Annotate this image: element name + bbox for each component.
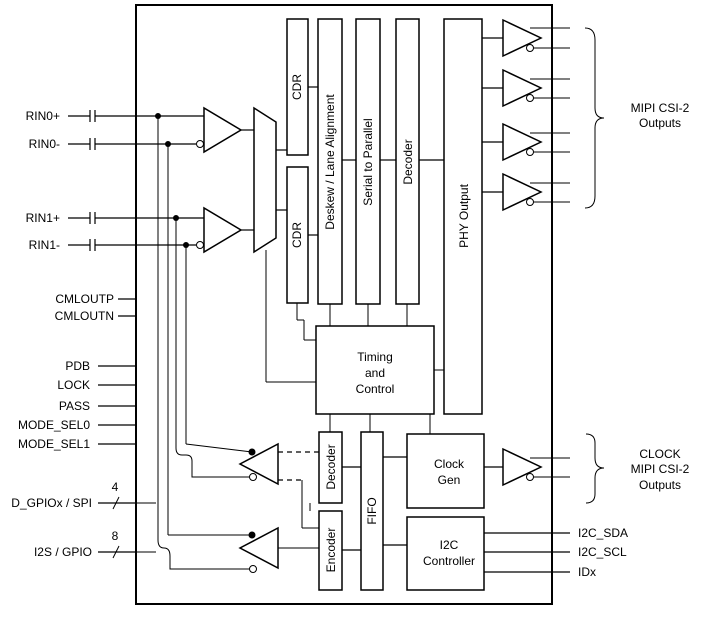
cdr-top-label: CDR (290, 74, 304, 100)
clock-outputs-label-line3: Outputs (639, 478, 681, 492)
pin-label-pdb: PDB (65, 359, 90, 373)
decoder-bottom-label: Decoder (324, 444, 338, 489)
phy-output-block (443, 18, 483, 415)
output-buffer-1 (482, 68, 570, 108)
timing-control-block (315, 325, 435, 415)
clock-outputs-brace (585, 433, 605, 504)
timing-label-line2: and (365, 366, 385, 380)
csi-outputs-label-line1: MIPI CSI-2 (631, 101, 690, 115)
timing-label-line1: Timing (357, 350, 393, 364)
output-buffer-2 (482, 122, 570, 162)
csi-outputs-brace (584, 27, 605, 209)
i2c-label-line2: Controller (423, 554, 475, 568)
clock-gen-label-line1: Clock (434, 457, 465, 471)
pin-label-mode-sel0: MODE_SEL0 (18, 418, 90, 432)
fifo-block (360, 431, 384, 591)
pin-label-d-gpio: D_GPIOx / SPI (11, 496, 92, 510)
pin-label-i2c-sda: I2C_SDA (578, 526, 628, 540)
pin-label-idx: IDx (578, 565, 596, 579)
pin-label-rin0n: RIN0- (29, 137, 60, 151)
clock-gen-label-line2: Gen (438, 473, 461, 487)
clock-gen-block (406, 433, 485, 509)
timing-label-line3: Control (356, 382, 395, 396)
input-rin0n: RIN0- (29, 137, 196, 151)
fifo-label: FIFO (365, 497, 379, 524)
pin-label-cmloutp: CMLOUTP (55, 292, 114, 306)
i2c-controller-block (406, 516, 485, 591)
cdr-bottom-label: CDR (290, 222, 304, 248)
bus-width-i2s: 8 (112, 529, 119, 543)
encoder-label: Encoder (324, 528, 338, 573)
i2c-label-line1: I2C (440, 538, 459, 552)
back-channel-buffer-top (238, 442, 279, 486)
input-buffer-0 (196, 106, 243, 154)
chip-boundary (135, 4, 553, 605)
input-rin0p: RIN0+ (26, 109, 204, 123)
output-buffer-0 (482, 18, 570, 58)
pin-label-cmloutn: CMLOUTN (55, 309, 114, 323)
input-buffer-1 (196, 206, 243, 254)
clock-outputs-label-line1: CLOCK (639, 447, 680, 461)
input-mux (253, 106, 277, 254)
output-buffer-3 (482, 172, 570, 212)
pin-label-i2c-scl: I2C_SCL (578, 545, 627, 559)
phy-output-label: PHY Output (457, 183, 471, 247)
pin-label-rin1n: RIN1- (29, 238, 60, 252)
pin-label-mode-sel1: MODE_SEL1 (18, 437, 90, 451)
pin-label-i2s: I2S / GPIO (34, 545, 92, 559)
deskew-label: Deskew / Lane Alignment (323, 94, 337, 230)
input-rin1n: RIN1- (29, 238, 196, 252)
decoder-top-label: Decoder (401, 139, 415, 184)
pin-label-rin1p: RIN1+ (26, 211, 60, 225)
input-rin1p: RIN1+ (26, 211, 204, 225)
clock-outputs-label-line2: MIPI CSI-2 (631, 462, 690, 476)
csi-outputs-label-line2: Outputs (639, 116, 681, 130)
bus-width-d-gpio: 4 (112, 480, 119, 494)
serial-to-parallel-label: Serial to Parallel (361, 118, 375, 205)
clock-output-buffer (484, 447, 570, 487)
pin-label-pass: PASS (59, 399, 90, 413)
pin-label-rin0p: RIN0+ (26, 109, 60, 123)
pin-label-lock: LOCK (57, 378, 90, 392)
